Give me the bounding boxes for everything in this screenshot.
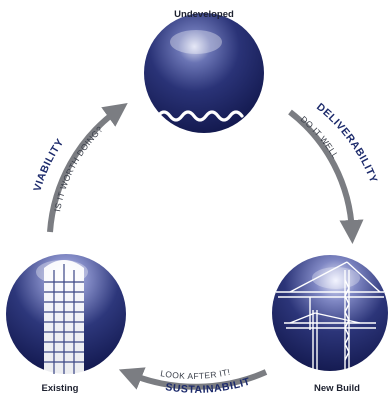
node-label-undeveloped: Undeveloped [174,9,234,20]
node-label-new-build: New Build [314,383,360,394]
arrow-viability [47,102,128,233]
node-label-existing: Existing [42,383,79,394]
building-icon [44,260,84,374]
new-build-sphere [272,255,388,375]
crane-icon [276,261,384,375]
arrow-deliverability [288,109,364,244]
phase-question-viability: IS IT WORTH DOING? [52,124,105,212]
existing-sphere [6,254,126,374]
phase-question-sustainability: LOOK AFTER IT! [160,367,232,381]
ground-wave-icon [156,110,244,122]
arrow-sustainability [118,367,268,390]
undeveloped-sphere [144,13,264,133]
